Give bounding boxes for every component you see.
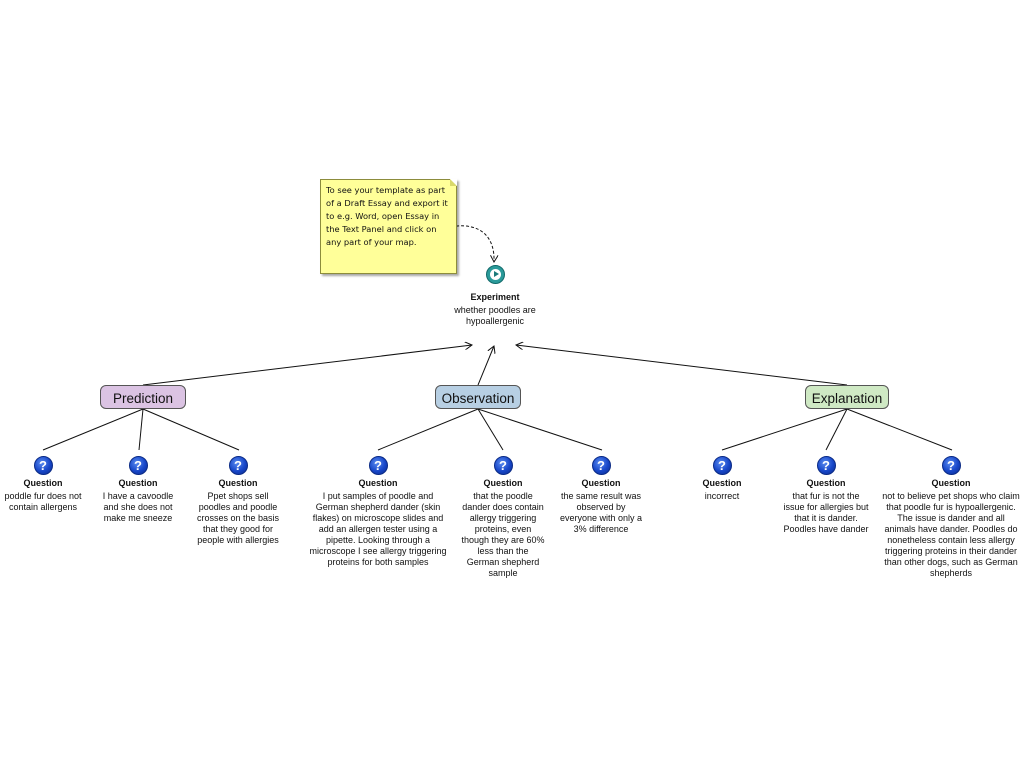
observation-arrow	[477, 346, 494, 386]
observation-link-1	[377, 408, 479, 451]
question-text: incorrect	[704, 491, 740, 501]
question-title: Question	[118, 478, 158, 488]
prediction-node[interactable]: Prediction	[100, 385, 186, 409]
question-title: Question	[358, 478, 398, 488]
question-icon: ?	[128, 456, 148, 475]
question-node-observation-2[interactable]: ? Question that the poodle dander does c…	[460, 456, 546, 579]
question-icon: ?	[368, 456, 388, 475]
question-node-explanation-2[interactable]: ? Question that fur is not the issue for…	[782, 456, 870, 535]
observation-link-3	[477, 408, 603, 451]
question-title: Question	[702, 478, 742, 488]
observation-link-2	[477, 408, 504, 451]
question-text: that the poodle dander does contain alle…	[461, 491, 545, 578]
explanation-arrow	[516, 345, 848, 386]
experiment-node[interactable]: Experiment whether poodles are hypoaller…	[440, 265, 550, 327]
prediction-arrow	[142, 345, 472, 386]
experiment-text: whether poodles are hypoallergenic	[454, 305, 536, 326]
prediction-link-2	[138, 408, 144, 451]
explanation-link-2	[825, 408, 848, 451]
template-note[interactable]: To see your template as part of a Draft …	[320, 179, 457, 274]
note-text: To see your template as part of a Draft …	[326, 185, 448, 247]
question-icon: ?	[941, 456, 961, 475]
question-icon: ?	[712, 456, 732, 475]
note-link-arrow	[455, 225, 494, 262]
question-title: Question	[218, 478, 258, 488]
question-node-explanation-1[interactable]: ? Question incorrect	[682, 456, 762, 502]
question-node-observation-3[interactable]: ? Question the same result was observed …	[558, 456, 644, 535]
note-fold-corner	[450, 179, 457, 186]
question-icon: ?	[816, 456, 836, 475]
question-node-prediction-2[interactable]: ? Question I have a cavoodle and she doe…	[96, 456, 180, 524]
question-title: Question	[483, 478, 523, 488]
question-text: that fur is not the issue for allergies …	[783, 491, 869, 534]
explanation-link-3	[846, 408, 953, 451]
question-title: Question	[23, 478, 63, 488]
experiment-title: Experiment	[470, 292, 520, 302]
question-title: Question	[931, 478, 971, 488]
question-node-explanation-3[interactable]: ? Question not to believe pet shops who …	[882, 456, 1020, 579]
prediction-link-3	[142, 408, 240, 451]
question-node-prediction-3[interactable]: ? Question Ppet shops sell poodles and p…	[194, 456, 282, 546]
question-text: not to believe pet shops who claim that …	[882, 491, 1020, 578]
question-node-observation-1[interactable]: ? Question I put samples of poodle and G…	[309, 456, 447, 568]
question-text: I put samples of poodle and German sheph…	[309, 491, 447, 567]
question-icon: ?	[591, 456, 611, 475]
question-title: Question	[806, 478, 846, 488]
question-text: Ppet shops sell poodles and poodle cross…	[196, 491, 280, 545]
question-node-prediction-1[interactable]: ? Question poddle fur does not contain a…	[3, 456, 83, 513]
question-text: poddle fur does not contain allergens	[4, 491, 82, 512]
question-icon: ?	[228, 456, 248, 475]
question-text: I have a cavoodle and she does not make …	[102, 491, 174, 523]
explanation-link-1	[721, 408, 848, 451]
prediction-link-1	[42, 408, 144, 451]
observation-node[interactable]: Observation	[435, 385, 521, 409]
question-title: Question	[581, 478, 621, 488]
question-text: the same result was observed by everyone…	[559, 491, 643, 534]
question-icon: ?	[33, 456, 53, 475]
question-icon: ?	[493, 456, 513, 475]
experiment-icon	[485, 265, 505, 284]
explanation-node[interactable]: Explanation	[805, 385, 889, 409]
